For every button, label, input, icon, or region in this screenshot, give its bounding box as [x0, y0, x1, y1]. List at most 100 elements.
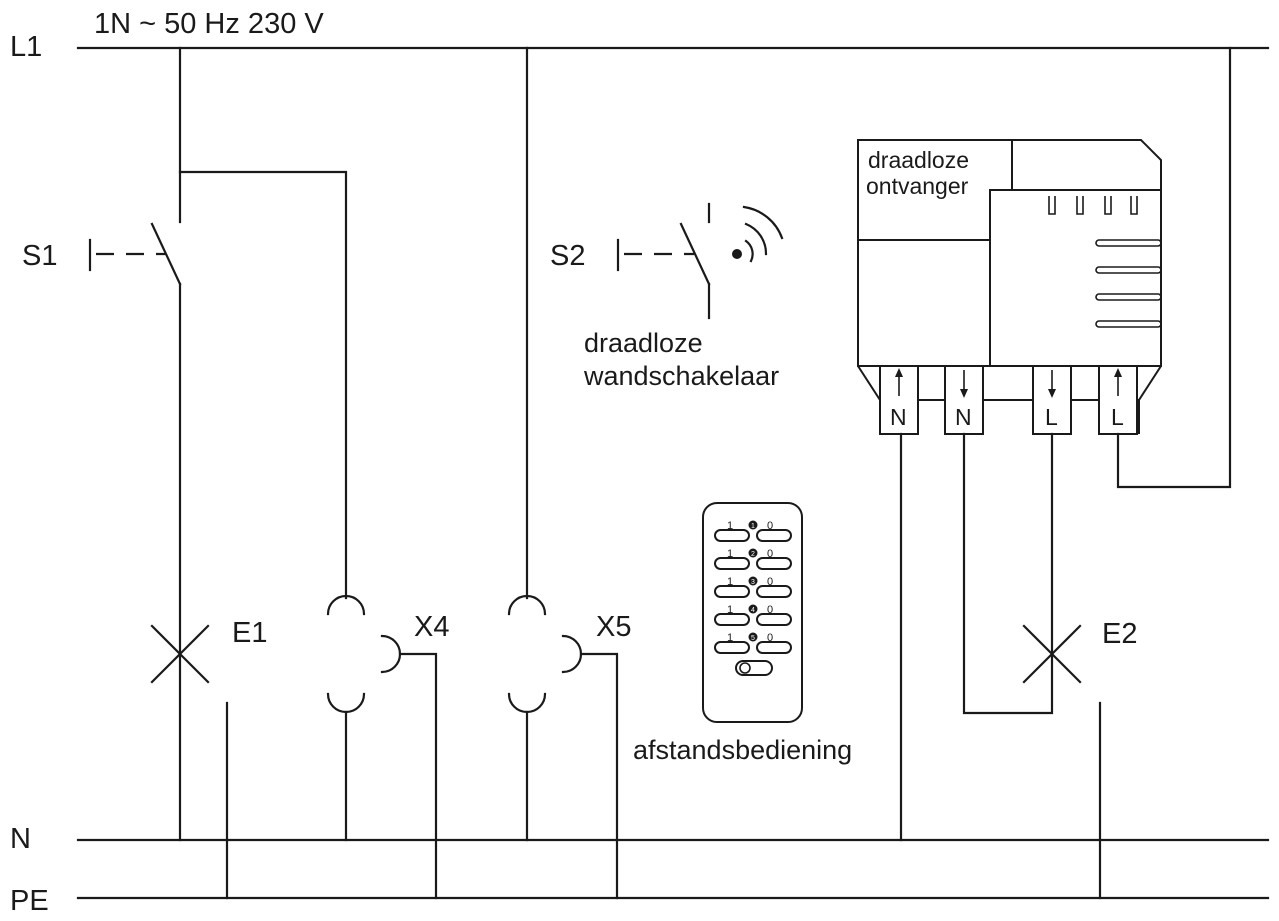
- remote-on-label: 1: [727, 520, 733, 532]
- pin-icon: [1095, 293, 1162, 301]
- remote-off-button[interactable]: [756, 585, 792, 598]
- socket-x5: X5: [507, 594, 631, 900]
- remote-off-button[interactable]: [756, 557, 792, 570]
- remote-channel-indicator: [748, 548, 758, 558]
- remote-channel-indicator: [748, 576, 758, 586]
- receiver-pins-side: [1095, 239, 1162, 328]
- lamp-e1-label: E1: [232, 617, 267, 649]
- terminal-l-in: L: [1098, 365, 1138, 435]
- receiver-body: [857, 139, 1162, 367]
- lamp-e2-label: E2: [1102, 618, 1137, 650]
- remote-off-label: 0: [767, 604, 773, 616]
- pin-icon: [1095, 239, 1162, 247]
- remote-channel-number: 4: [751, 607, 755, 614]
- terminal-label: L: [1111, 404, 1124, 430]
- switch-s2-transmitter-dot: [732, 249, 742, 259]
- receiver-pins-top: [1048, 196, 1138, 215]
- rail-n-label: N: [10, 823, 31, 855]
- receiver-bevel-left: [857, 365, 881, 434]
- wire-receiver-n-to-e2: [962, 432, 1054, 715]
- rail-l1: L1: [10, 31, 1270, 63]
- remote-channel-indicator: [748, 604, 758, 614]
- remote-channel-number: 1: [751, 523, 755, 530]
- socket-x4-bottom: [326, 692, 366, 714]
- terminal-n-out: N: [944, 365, 984, 435]
- remote-off-button[interactable]: [756, 641, 792, 654]
- lamp-e1: E1: [150, 617, 267, 900]
- socket-x4-label: X4: [414, 611, 449, 643]
- wire-receiver-l-to-l1: [1116, 46, 1232, 489]
- remote-channel-row: 1 1 0: [714, 520, 792, 542]
- remote-off-button[interactable]: [756, 613, 792, 626]
- remote-on-button[interactable]: [714, 585, 750, 598]
- remote-on-label: 1: [727, 632, 733, 644]
- arrow-up-head: [895, 368, 903, 377]
- lamp-e2: E2: [1022, 618, 1137, 900]
- terminal-box: [879, 365, 919, 435]
- remote-on-button[interactable]: [714, 641, 750, 654]
- pin-icon: [1048, 196, 1056, 215]
- terminal-label: N: [955, 404, 972, 430]
- switch-s1: S1: [22, 222, 182, 657]
- socket-x4-top: [326, 594, 366, 616]
- pin-icon: [1104, 196, 1112, 215]
- remote-channel-indicator: [748, 632, 758, 642]
- switch-s2: S2 draadloze wandschakelaar: [550, 202, 784, 391]
- remote-off-button[interactable]: [756, 529, 792, 542]
- terminal-n-in: N: [879, 365, 919, 435]
- circuit-s1: S1 E1 X4: [22, 46, 449, 900]
- receiver: draadloze ontvanger N N L: [857, 139, 1162, 435]
- terminal-l-out: L: [1032, 365, 1072, 435]
- circuit-x5: X5: [507, 46, 631, 900]
- remote-channel-number: 5: [751, 635, 755, 642]
- switch-s2-label: S2: [550, 240, 585, 272]
- remote-on-label: 1: [727, 548, 733, 560]
- arrow-up-head: [1114, 368, 1122, 377]
- remote-on-label: 1: [727, 604, 733, 616]
- socket-x5-top: [507, 594, 547, 616]
- receiver-module-outline: [989, 189, 1161, 366]
- remote-off-label: 0: [767, 576, 773, 588]
- pin-icon: [1130, 196, 1138, 215]
- wire-l1-to-x4: [178, 170, 348, 600]
- socket-x5-label: X5: [596, 611, 631, 643]
- remote-on-button[interactable]: [714, 529, 750, 542]
- wire-x5-to-pe: [579, 652, 619, 900]
- remote-caption: afstandsbediening: [633, 735, 852, 765]
- switch-s2-caption-2: wandschakelaar: [583, 361, 779, 391]
- rail-l1-label: L1: [10, 31, 42, 63]
- remote-off-label: 0: [767, 632, 773, 644]
- socket-x5-bottom: [507, 692, 547, 714]
- socket-x5-earth: [561, 634, 583, 674]
- remote-on-button[interactable]: [714, 557, 750, 570]
- rail-pe: PE: [10, 885, 1270, 917]
- switch-s1-label: S1: [22, 240, 57, 272]
- switch-s2-caption-1: draadloze: [584, 328, 703, 358]
- terminal-label: N: [890, 404, 907, 430]
- signal-wave-1-icon: [744, 239, 754, 263]
- remote-channel-number: 2: [751, 551, 755, 558]
- remote-on-label: 1: [727, 576, 733, 588]
- remote-off-label: 0: [767, 548, 773, 560]
- pin-icon: [1095, 266, 1162, 274]
- remote-channel-indicator: [748, 520, 758, 530]
- remote-channel-row: 4 1 0: [714, 604, 792, 626]
- receiver-title-1: draadloze: [868, 147, 969, 173]
- remote-slider-knob: [739, 662, 751, 674]
- remote-channel-row: 5 1 0: [714, 632, 792, 654]
- supply-label: 1N ~ 50 Hz 230 V: [94, 8, 324, 40]
- pin-icon: [1076, 196, 1084, 215]
- remote-on-button[interactable]: [714, 613, 750, 626]
- rail-n: N: [10, 823, 1270, 855]
- receiver-wiring: [899, 46, 1232, 842]
- signal-wave-2-icon: [744, 222, 768, 256]
- rail-pe-label: PE: [10, 885, 49, 917]
- lamp-e2-cross-b: [1022, 624, 1082, 684]
- switch-s2-blade: [679, 222, 711, 286]
- remote-off-label: 0: [767, 520, 773, 532]
- arrow-down-head: [960, 389, 968, 398]
- pin-icon: [1095, 320, 1162, 328]
